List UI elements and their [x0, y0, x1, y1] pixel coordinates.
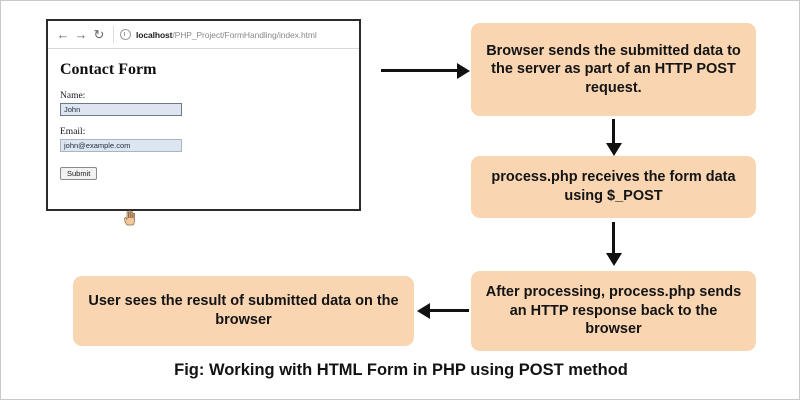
name-field-label: Name:: [60, 91, 86, 101]
address-bar-url: localhost/PHP_Project/FormHandling/index…: [136, 29, 317, 40]
address-bar[interactable]: localhost/PHP_Project/FormHandling/index…: [113, 26, 353, 43]
arrow-left-icon[interactable]: ←: [56, 27, 70, 42]
figure-caption: Fig: Working with HTML Form in PHP using…: [174, 361, 628, 379]
page-title: Contact Form: [60, 61, 157, 78]
flow-step-request: Browser sends the submitted data to the …: [471, 23, 756, 116]
flow-step-result: User sees the result of submitted data o…: [73, 276, 414, 346]
hand-pointer-cursor: [124, 210, 135, 226]
browser-page-content: Contact Form Name: John Email: john@exam…: [48, 49, 359, 181]
name-input[interactable]: John: [60, 103, 182, 116]
flow-step-process: process.php receives the form data using…: [471, 156, 756, 218]
reload-icon[interactable]: ↻: [93, 27, 105, 42]
site-info-icon[interactable]: [120, 29, 131, 40]
email-field-label: Email:: [60, 127, 86, 137]
submit-button[interactable]: Submit: [60, 167, 98, 180]
browser-window-mockup: ← → ↻ localhost/PHP_Project/FormHandling…: [46, 19, 361, 226]
email-input[interactable]: john@example.com: [60, 139, 182, 152]
flow-step-response: After processing, process.php sends an H…: [471, 271, 756, 351]
arrow-right-icon[interactable]: →: [74, 27, 88, 42]
browser-toolbar: ← → ↻ localhost/PHP_Project/FormHandling…: [48, 21, 359, 49]
